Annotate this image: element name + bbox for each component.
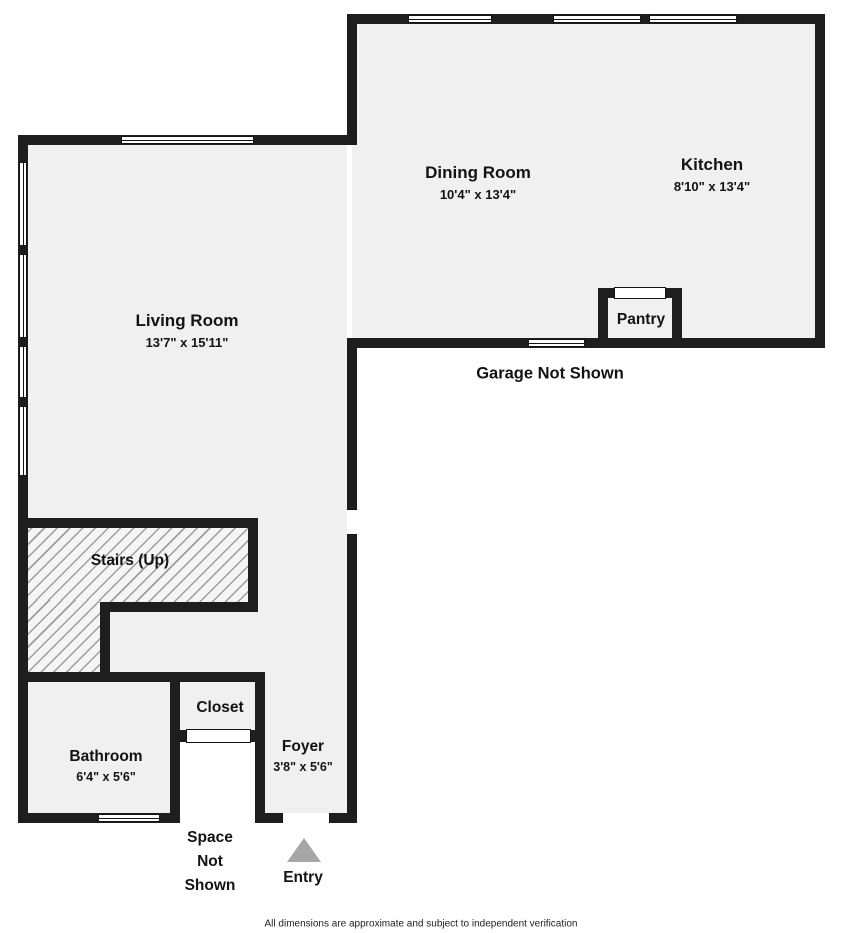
wall-pantry-left xyxy=(598,288,608,348)
window xyxy=(121,136,254,144)
window xyxy=(19,406,27,476)
foyer-label: Foyer 3'8" x 5'6" xyxy=(273,737,333,775)
room-name: Living Room xyxy=(135,311,239,331)
floor-closet xyxy=(175,677,260,735)
window xyxy=(98,814,160,822)
entry-label: Entry xyxy=(283,868,323,888)
window xyxy=(19,254,27,338)
bathroom-label: Bathroom 6'4" x 5'6" xyxy=(69,747,142,785)
kitchen-label: Kitchen 8'10" x 13'4" xyxy=(674,154,750,196)
room-name: Kitchen xyxy=(680,155,744,175)
pantry-label: Pantry xyxy=(617,310,665,330)
wall-foyer-left xyxy=(255,672,265,823)
wall-left-outer xyxy=(18,135,28,823)
room-dims: 10'4" x 13'4" xyxy=(439,187,517,203)
wall-pantry-right xyxy=(672,288,682,348)
entry-opening xyxy=(282,813,330,823)
wall-bathroom-closet-top xyxy=(18,672,265,682)
floor-bathroom xyxy=(23,677,175,818)
wall-dining-left-connector xyxy=(347,14,357,145)
window xyxy=(19,162,27,246)
window xyxy=(528,339,585,347)
room-name: Bathroom xyxy=(69,747,143,765)
space-not-shown-note: Space Not Shown xyxy=(184,828,236,895)
room-dims: 13'7" x 15'11" xyxy=(145,335,229,351)
wall-right-inner xyxy=(347,338,357,823)
door-opening xyxy=(347,509,357,535)
stairs-hatch-lower xyxy=(23,600,105,677)
closet-label: Closet xyxy=(196,698,243,718)
pantry-door-opening xyxy=(614,287,666,299)
stairs-hatch-upper xyxy=(23,523,253,607)
wall-stairs-top xyxy=(18,518,258,528)
floor-foyer xyxy=(262,600,347,813)
wall-stairs-inner xyxy=(100,602,110,682)
stairs-label: Stairs (Up) xyxy=(91,551,169,571)
garage-note: Garage Not Shown xyxy=(476,363,624,384)
window xyxy=(19,346,27,398)
window xyxy=(408,15,492,23)
room-name: Dining Room xyxy=(425,163,531,183)
window xyxy=(553,15,641,23)
room-dims: 3'8" x 5'6" xyxy=(273,759,333,774)
room-name: Pantry xyxy=(616,310,666,328)
living-room-label: Living Room 13'7" x 15'11" xyxy=(136,310,239,352)
annotation-text: Entry xyxy=(283,868,323,886)
room-dims: 8'10" x 13'4" xyxy=(673,179,751,195)
entry-arrow-icon xyxy=(287,838,321,862)
disclaimer-text: All dimensions are approximate and subje… xyxy=(264,918,578,930)
wall-right-outer xyxy=(815,14,825,348)
wall-stairs-right xyxy=(248,518,258,612)
room-name: Foyer xyxy=(281,737,325,755)
annotation-text: Garage Not Shown xyxy=(476,364,624,383)
window xyxy=(649,15,737,23)
wall-kitchen-bottom xyxy=(347,338,825,348)
dining-room-label: Dining Room 10'4" x 13'4" xyxy=(425,162,531,204)
room-name: Stairs (Up) xyxy=(90,551,170,569)
floor-dining-kitchen xyxy=(352,19,820,343)
wall-bathroom-right xyxy=(170,682,180,823)
room-dims: 6'4" x 5'6" xyxy=(76,769,136,784)
wall-stairs-bottom xyxy=(100,602,258,612)
room-name: Closet xyxy=(196,698,244,716)
closet-door-opening xyxy=(186,729,251,743)
